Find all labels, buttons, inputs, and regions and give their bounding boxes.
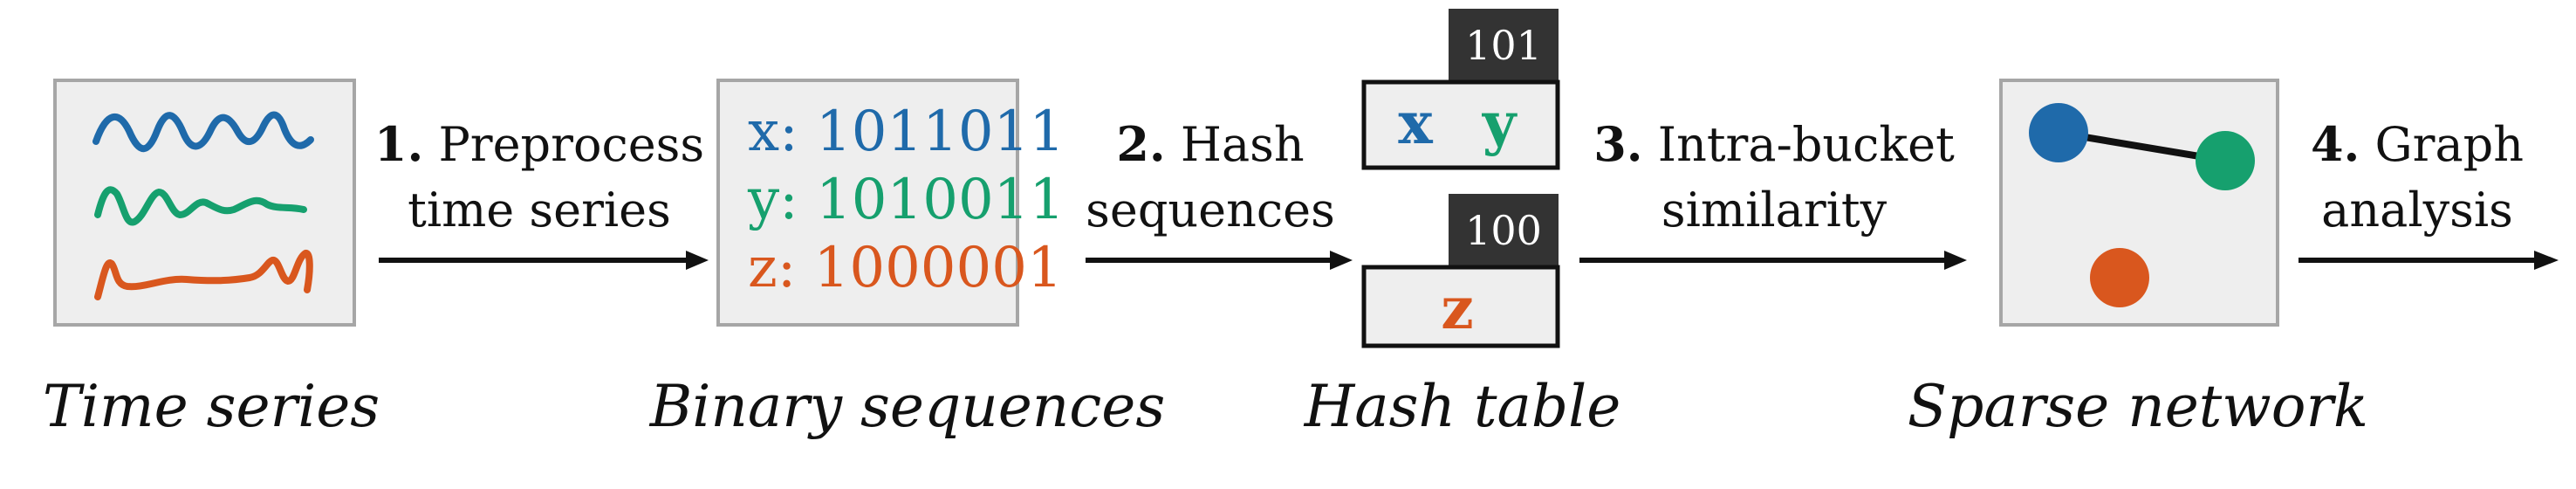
step2-line1: 2. Hash xyxy=(1116,116,1304,172)
step2-line2: sequences xyxy=(1086,183,1335,238)
network-node-green xyxy=(2196,131,2255,190)
binary-sequences-box xyxy=(716,79,1019,327)
hash-bucket-101: 101 x y xyxy=(1361,9,1560,170)
bucket-key-box-100 xyxy=(1449,194,1559,267)
step1-line2: time series xyxy=(408,183,671,238)
step3-number: 3. xyxy=(1593,116,1642,172)
bucket-member-x: x xyxy=(1398,89,1433,157)
step2-title: Hash xyxy=(1181,117,1305,172)
sequence-y-bits: 1010011 xyxy=(816,168,1065,232)
sequence-z-label: z: xyxy=(748,236,796,300)
stage-label-time-series: Time series xyxy=(43,373,380,440)
stage-label-hash-table: Hash table xyxy=(1304,373,1621,440)
sequence-x: x: 1011011 xyxy=(748,100,1065,164)
step3-line1: 3. Intra-bucket xyxy=(1593,116,1955,172)
sequence-y-label: y: xyxy=(747,168,798,232)
step1-title: Preprocess xyxy=(438,117,704,172)
step4-title: Graph xyxy=(2375,117,2525,172)
binary-sequences-panel: x: 1011011 y: 1010011 z: 1000001 xyxy=(716,79,1065,327)
step3-line2: similarity xyxy=(1661,183,1887,238)
time-series-panel xyxy=(53,79,356,327)
hash-table: 101 x y 100 z xyxy=(1361,9,1560,348)
arrow-2-head xyxy=(1330,251,1353,270)
step4-line1: 4. Graph xyxy=(2311,116,2524,172)
sparse-network-panel xyxy=(1999,79,2279,327)
series-curve-blue xyxy=(92,111,314,153)
step1-number: 1. xyxy=(374,116,423,172)
step3-title: Intra-bucket xyxy=(1658,117,1955,172)
step4-line2: analysis xyxy=(2321,183,2513,238)
bucket-key-101: 101 xyxy=(1465,22,1542,69)
stage-label-binary-sequences: Binary sequences xyxy=(649,373,1165,440)
hash-bucket-100: 100 z xyxy=(1361,194,1560,348)
sequence-y: y: 1010011 xyxy=(747,168,1065,232)
arrow-4-head xyxy=(2534,251,2559,270)
bucket-member-y: y xyxy=(1482,89,1518,157)
sequence-z: z: 1000001 xyxy=(748,236,1063,300)
arrow-1-head xyxy=(686,251,709,270)
bucket-key-box-101 xyxy=(1449,9,1559,82)
sequence-z-bits: 1000001 xyxy=(814,236,1063,300)
series-curve-green xyxy=(94,186,307,226)
series-curve-orange xyxy=(94,250,313,300)
sequence-x-label: x: xyxy=(748,100,798,164)
bucket-box-101 xyxy=(1361,79,1560,170)
step1-line1: 1. Preprocess xyxy=(374,116,704,172)
bucket-member-z: z xyxy=(1441,274,1473,342)
arrow-3-head xyxy=(1944,251,1967,270)
stage-label-sparse-network: Sparse network xyxy=(1908,373,2368,440)
bucket-box-100 xyxy=(1361,265,1560,348)
network-node-orange xyxy=(2090,248,2149,307)
network-node-blue xyxy=(2029,103,2088,162)
bucket-key-100: 100 xyxy=(1465,207,1542,254)
step2-number: 2. xyxy=(1116,116,1165,172)
step4-number: 4. xyxy=(2311,116,2360,172)
sequence-x-bits: 1011011 xyxy=(816,100,1065,164)
